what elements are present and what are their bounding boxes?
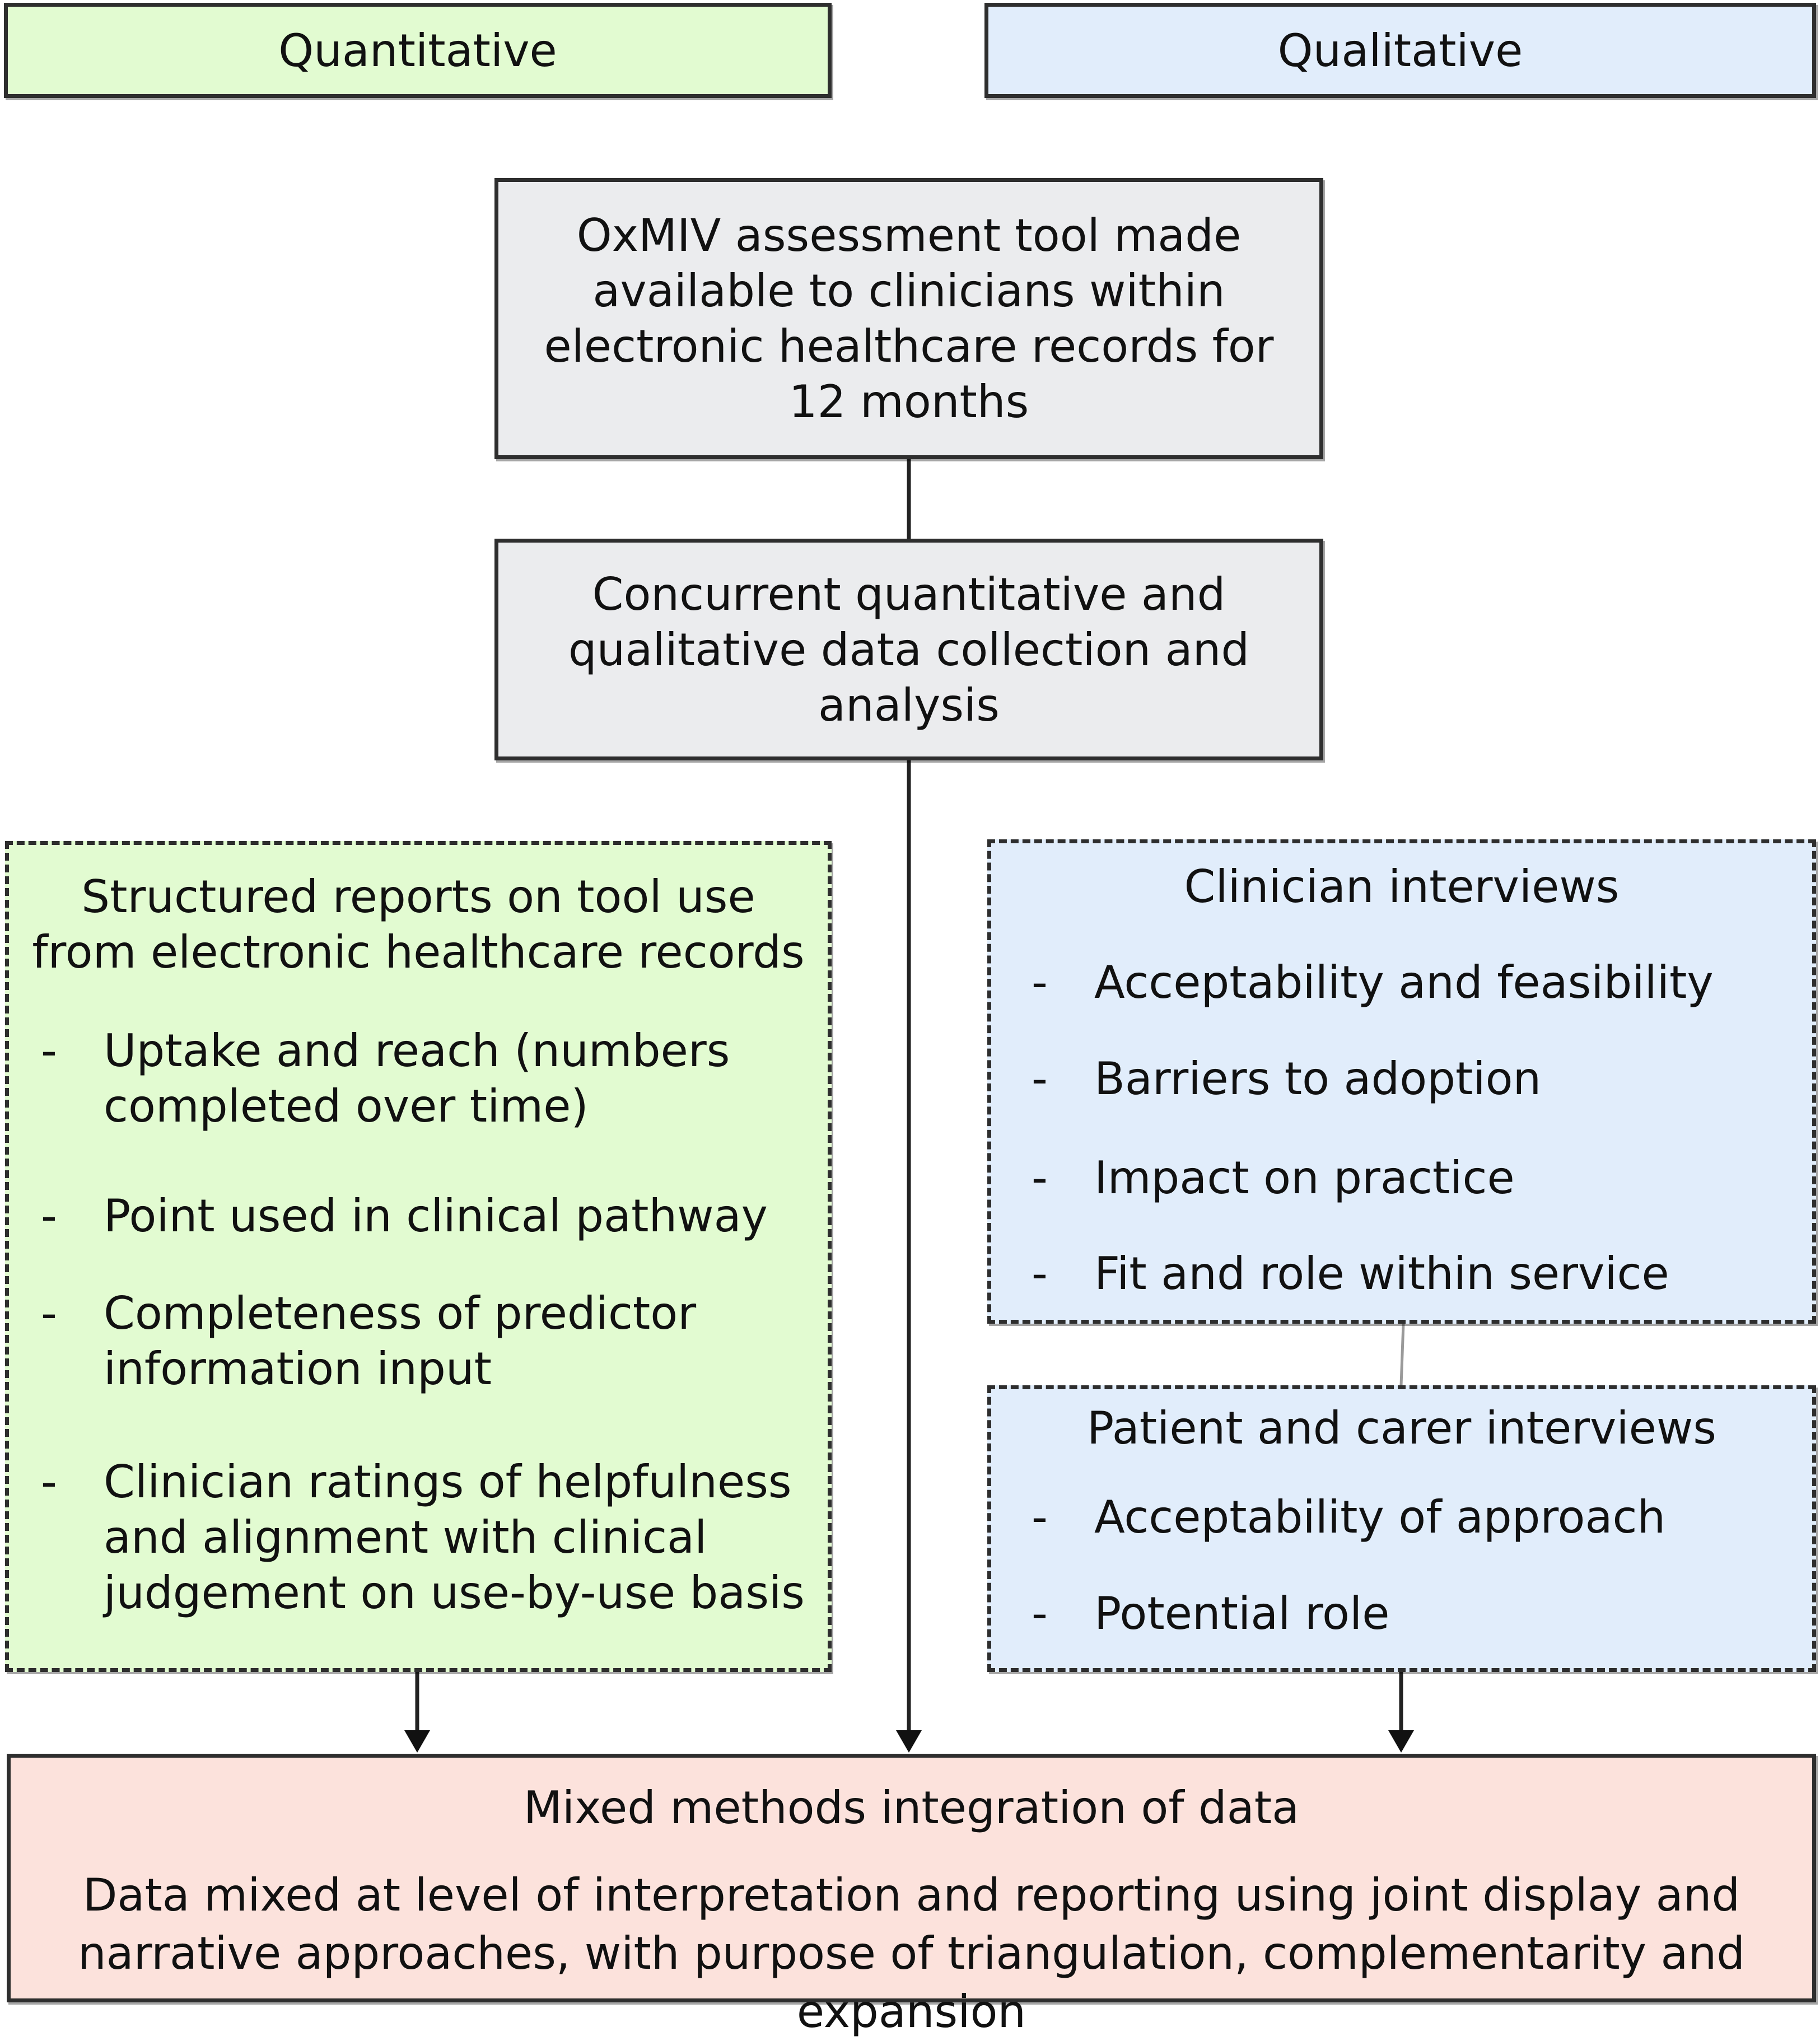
qualitative-header-label: Qualitative — [1277, 24, 1523, 77]
bullet-dash: - — [41, 1190, 57, 1242]
list-item-text: Fit and role within service — [1094, 1248, 1669, 1300]
arrow-left — [404, 1730, 430, 1753]
bullet-dash: - — [1032, 1248, 1048, 1300]
arrow-right — [1388, 1730, 1414, 1753]
quantitative-header-label: Quantitative — [278, 24, 557, 77]
bullet-dash: - — [41, 1287, 57, 1339]
list-item-text: Uptake and reach (numbers completed over… — [104, 1025, 730, 1132]
clinician-interviews-title: Clinician interviews — [1184, 861, 1620, 913]
bullet-dash: - — [1032, 956, 1048, 1008]
concurrent-collection-box: Concurrent quantitative and qualitative … — [494, 539, 1323, 760]
bullet-dash: - — [41, 1025, 57, 1077]
list-item-text: Potential role — [1094, 1587, 1390, 1640]
list-item-text: Acceptability and feasibility — [1094, 956, 1714, 1008]
concurrent-collection-text: Concurrent quantitative and qualitative … — [568, 568, 1250, 731]
patient-interviews-title: Patient and carer interviews — [1087, 1402, 1716, 1454]
list-item-text: Barriers to adoption — [1094, 1053, 1542, 1105]
list-item-text: Impact on practice — [1094, 1152, 1515, 1204]
patient-interviews-box: Patient and carer interviews - Acceptabi… — [987, 1385, 1816, 1672]
clinician-interviews-box: Clinician interviews - Acceptability and… — [987, 839, 1816, 1324]
structured-reports-title: Structured reports on tool use from elec… — [32, 871, 805, 978]
structured-reports-box: Structured reports on tool use from elec… — [5, 841, 832, 1672]
bullet-dash: - — [1032, 1053, 1048, 1105]
list-item-text: Acceptability of approach — [1094, 1491, 1666, 1543]
arrow-center — [896, 1730, 922, 1753]
bullet-dash: - — [1032, 1152, 1048, 1204]
qualitative-header: Qualitative — [984, 3, 1816, 98]
bullet-dash: - — [1032, 1491, 1048, 1543]
list-item-text: Clinician ratings of helpfulness and ali… — [104, 1456, 805, 1619]
bullet-dash: - — [1032, 1587, 1048, 1640]
integration-title: Mixed methods integration of data — [523, 1782, 1300, 1834]
list-item-text: Completeness of predictor information in… — [104, 1287, 697, 1395]
integration-body: Data mixed at level of interpretation an… — [77, 1869, 1746, 2038]
tool-availability-text: OxMIV assessment tool made available to … — [544, 209, 1274, 428]
quantitative-header: Quantitative — [4, 3, 832, 98]
bullet-dash: - — [41, 1456, 57, 1508]
list-item-text: Point used in clinical pathway — [104, 1190, 768, 1242]
tool-availability-box: OxMIV assessment tool made available to … — [494, 178, 1323, 459]
integration-box: Mixed methods integration of data Data m… — [7, 1754, 1816, 2038]
connector-clinician-to-patient — [1399, 1323, 1405, 1386]
